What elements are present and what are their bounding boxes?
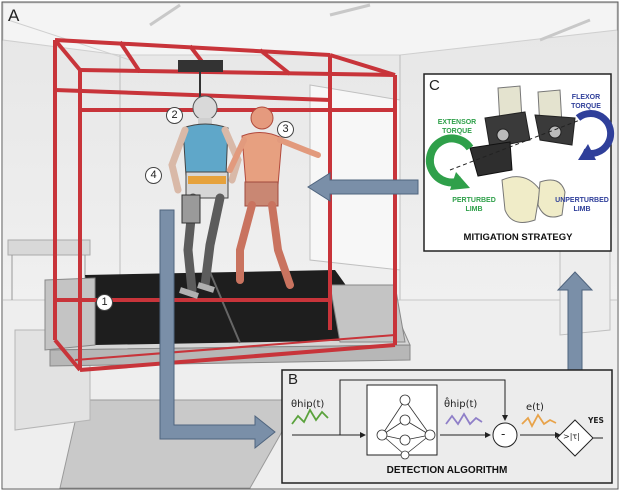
threshold-label: >|τ| bbox=[563, 432, 580, 441]
flexor-torque-label: FLEXOR TORQUE bbox=[565, 93, 607, 111]
perturbed-limb-label: PERTURBED LIMB bbox=[446, 196, 502, 214]
callout-1: 1 bbox=[96, 294, 113, 311]
callout-2: 2 bbox=[166, 107, 183, 124]
mitigation-strategy-caption: MITIGATION STRATEGY bbox=[463, 232, 573, 243]
detection-algorithm-caption: DETECTION ALGORITHM bbox=[386, 465, 508, 476]
panel-b-box bbox=[281, 369, 613, 484]
theta-hip-signal bbox=[291, 408, 329, 425]
neural-network bbox=[376, 394, 436, 460]
extensor-torque-arrowhead bbox=[450, 172, 470, 190]
error-label: e(t) bbox=[526, 402, 544, 413]
unperturbed-limb-label-line1: UNPERTURBED bbox=[555, 197, 609, 204]
perturbed-limb-label-line1: PERTURBED bbox=[452, 197, 496, 204]
flexor-torque-arrow bbox=[575, 110, 615, 157]
flexor-torque-label-line1: FLEXOR bbox=[571, 94, 601, 101]
extensor-torque-label-line1: EXTENSOR bbox=[437, 119, 477, 126]
perturbed-limb-label-line2: LIMB bbox=[465, 206, 483, 213]
panel-label-c: C bbox=[429, 77, 440, 94]
flexor-torque-label-line2: TORQUE bbox=[571, 103, 601, 110]
panel-label-a: A bbox=[8, 6, 20, 25]
unperturbed-limb-label: UNPERTURBED LIMB bbox=[553, 196, 611, 214]
callout-3: 3 bbox=[277, 121, 294, 138]
physical-therapist-figure bbox=[227, 106, 321, 289]
panel-label-b: B bbox=[288, 371, 299, 388]
theta-hat-hip-signal bbox=[445, 412, 483, 426]
arrow-c-to-a bbox=[307, 172, 419, 202]
exoskeleton-hip-joint bbox=[449, 85, 581, 223]
overhead-trolley bbox=[178, 60, 223, 72]
theta-hip-label: θhip(t) bbox=[291, 399, 325, 410]
callout-4: 4 bbox=[145, 167, 162, 184]
yes-label: YES bbox=[588, 416, 604, 425]
arrow-a-to-b bbox=[159, 209, 276, 450]
subtract-sign: - bbox=[501, 427, 506, 441]
flexor-torque-arrowhead bbox=[578, 144, 596, 160]
theta-hat-hip-label: θ̂hip(t) bbox=[444, 399, 478, 410]
exoskeleton-user-figure bbox=[168, 95, 242, 299]
extensor-torque-label: EXTENSOR TORQUE bbox=[428, 118, 486, 136]
unperturbed-limb-label-line2: LIMB bbox=[573, 206, 591, 213]
extensor-torque-label-line2: TORQUE bbox=[442, 128, 472, 135]
error-signal bbox=[521, 413, 557, 428]
arrow-b-to-c bbox=[556, 271, 594, 376]
extensor-torque-arrow bbox=[425, 134, 474, 187]
